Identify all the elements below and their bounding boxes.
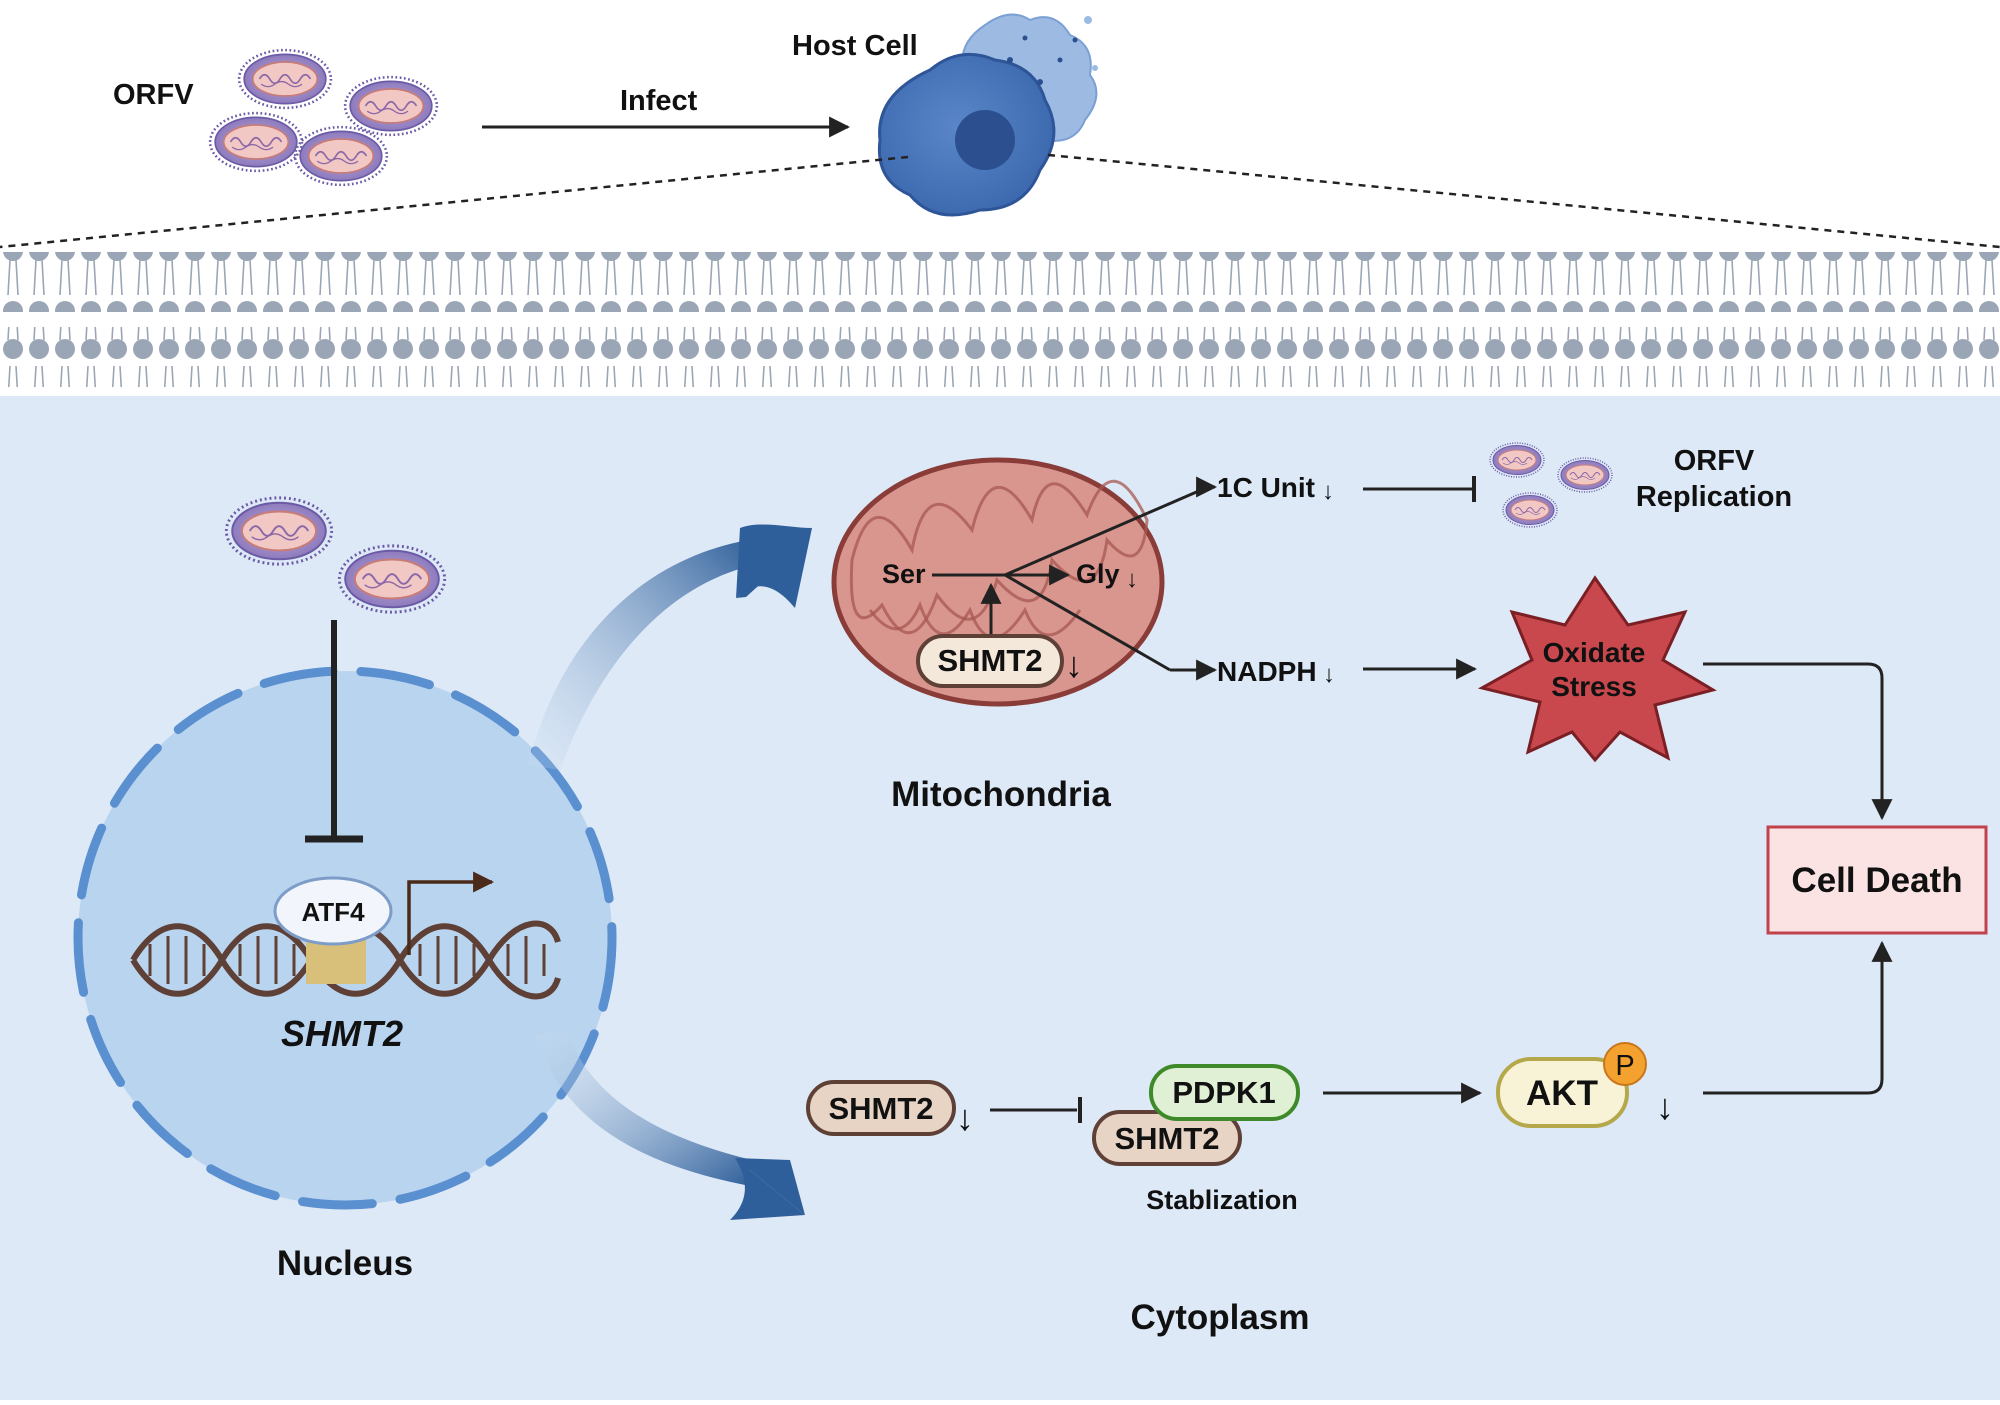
shmt2-bound: SHMT2 <box>1092 1110 1242 1166</box>
mito-reaction-lines <box>932 476 1218 681</box>
akt-protein: AKT <box>1496 1057 1629 1128</box>
stress-label-line2: Stress <box>1551 671 1637 702</box>
curved-arrow-to-cytoplasm <box>535 1030 805 1220</box>
inhibition-replication <box>1363 476 1476 502</box>
glycine-down-arrow: ↓ <box>1126 566 1138 593</box>
glycine-label: Gly <box>1076 559 1120 589</box>
pdpk1-protein: PDPK1 <box>1149 1064 1300 1121</box>
zoom-line-left <box>0 155 909 249</box>
nadph-label: NADPH <box>1217 656 1317 687</box>
atf4-protein: ATF4 <box>273 876 393 946</box>
one-carbon-down-arrow: ↓ <box>1322 478 1334 505</box>
shmt2-cytoplasm-label: SHMT2 <box>828 1091 933 1126</box>
nadph-down-arrow: ↓ <box>1323 661 1335 688</box>
shmt2-cytoplasm-down-arrow: ↓ <box>956 1097 974 1138</box>
cell-death-label: Cell Death <box>1791 861 1962 900</box>
pdpk1-label: PDPK1 <box>1172 1075 1275 1110</box>
serine-label: Ser <box>882 559 926 589</box>
akt-down-arrow: ↓ <box>1656 1086 1674 1127</box>
atf4-label: ATF4 <box>301 897 365 927</box>
arrow-akt-to-death <box>1703 940 1893 1095</box>
cell-death-box: Cell Death <box>1766 825 1988 935</box>
stress-label-line1: Oxidate <box>1543 637 1646 668</box>
arrow-stress-to-death <box>1703 662 1893 821</box>
nucleus-label: Nucleus <box>277 1244 413 1283</box>
mito-label: Mitochondria <box>891 775 1111 814</box>
phospho-label: P <box>1615 1050 1634 1082</box>
oxidative-stress-burst: Oxidate Stress <box>1477 575 1717 763</box>
cytoplasm-label: Cytoplasm <box>1131 1298 1310 1337</box>
virus-label: ORFV <box>113 79 194 111</box>
inhibition-pdpk1-complex <box>990 1097 1082 1123</box>
replication-label-line2: Replication <box>1636 481 1792 513</box>
transcription-arrow <box>407 871 495 955</box>
shmt2-bound-label: SHMT2 <box>1114 1121 1219 1156</box>
host-cell-icon <box>877 13 1098 217</box>
shmt2-mito-down-arrow: ↓ <box>1065 644 1083 685</box>
stabilization-label: Stablization <box>1146 1185 1298 1215</box>
host-cell-label: Host Cell <box>792 30 918 62</box>
akt-label: AKT <box>1526 1074 1598 1113</box>
inhibition-atf4 <box>305 620 363 843</box>
dna-helix <box>130 920 561 1000</box>
one-carbon-label: 1C Unit <box>1217 472 1315 503</box>
gene-label: SHMT2 <box>281 1013 403 1054</box>
zoom-line-right <box>1047 153 2000 249</box>
cell-membrane <box>0 252 2000 387</box>
shmt2-cytoplasm: SHMT2 <box>806 1080 956 1136</box>
infect-label: Infect <box>620 85 698 117</box>
curved-arrow-to-mito <box>528 524 812 770</box>
virion-cluster-top <box>208 48 439 187</box>
replication-label-line1: ORFV <box>1674 445 1755 477</box>
shmt2-mito-enzyme: SHMT2 <box>916 634 1064 688</box>
mitochondrion <box>831 457 1165 707</box>
shmt2-mito-label: SHMT2 <box>937 643 1042 678</box>
phospho-badge: P <box>1603 1042 1647 1086</box>
